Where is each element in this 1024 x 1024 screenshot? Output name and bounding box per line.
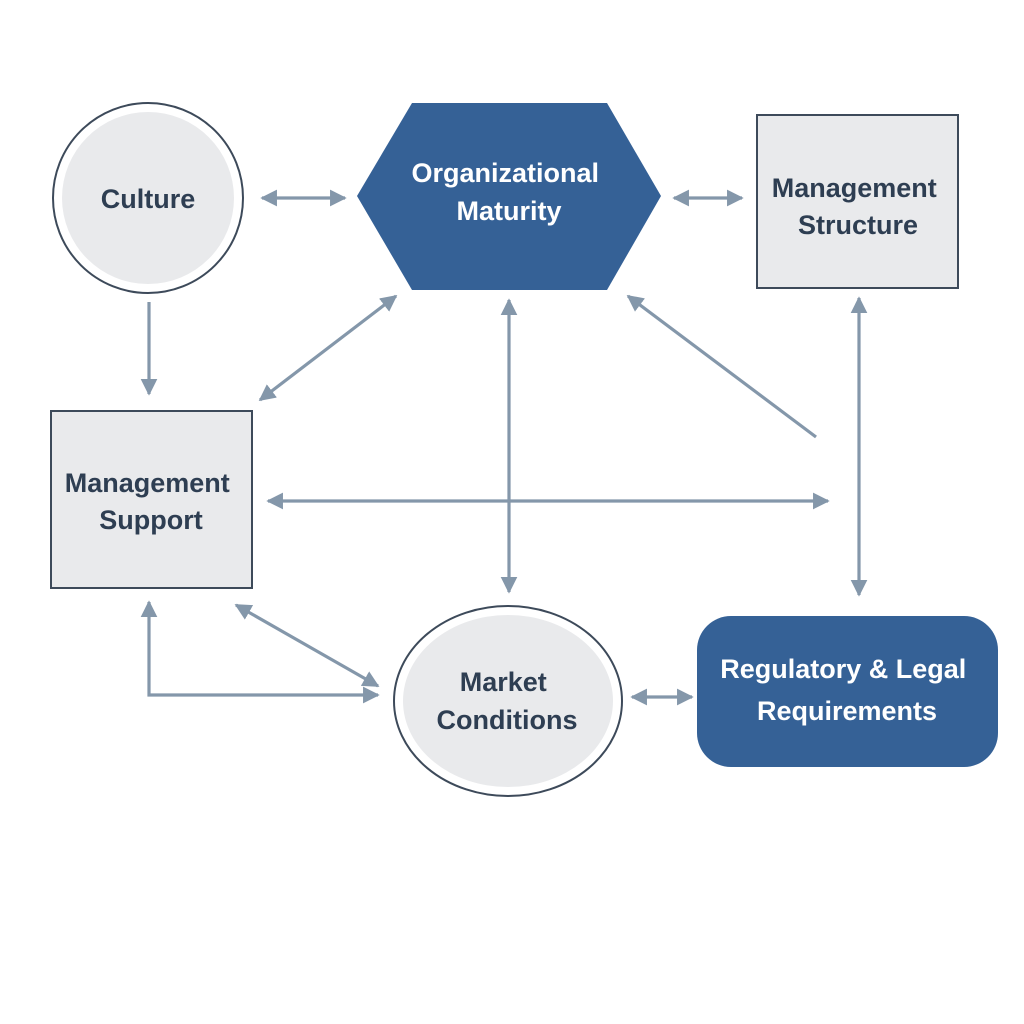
mgmt-structure-label-line-2: Structure: [798, 210, 918, 240]
node-regulatory-legal[interactable]: Regulatory & Legal Requirements: [697, 616, 998, 767]
mgmt-structure-label: Management Structure: [772, 173, 945, 240]
mgmt-support-label-line-2: Support: [99, 505, 202, 535]
mgmt-support-label: Management Support: [65, 468, 238, 535]
org-maturity-label: Organizational Maturity: [411, 158, 606, 226]
regulatory-label-line-2: Requirements: [757, 696, 937, 726]
org-maturity-hexagon-shape: [357, 103, 661, 290]
regulatory-label-line-1: Regulatory & Legal: [720, 654, 966, 684]
mgmt-support-label-line-1: Management: [65, 468, 230, 498]
node-culture[interactable]: Culture: [52, 102, 244, 294]
edge-right-to-org-maturity: [626, 294, 817, 439]
culture-circle-fill: [62, 112, 234, 284]
market-conditions-label-line-1: Market: [460, 667, 547, 697]
culture-label: Culture: [101, 184, 196, 214]
market-conditions-label-line-2: Conditions: [437, 705, 578, 735]
edge-mgmt-support-market-elbow: [140, 600, 380, 704]
culture-label-line-1: Culture: [101, 184, 196, 214]
market-conditions-ellipse-fill: [403, 615, 613, 787]
node-management-structure[interactable]: Management Structure: [756, 114, 959, 289]
regulatory-label: Regulatory & Legal Requirements: [720, 654, 974, 726]
org-maturity-label-line-2: Maturity: [456, 196, 561, 226]
mgmt-support-rect-shape: [50, 410, 253, 589]
market-conditions-label: Market Conditions: [437, 667, 578, 735]
node-organizational-maturity[interactable]: Organizational Maturity: [357, 103, 661, 290]
mgmt-structure-label-line-1: Management: [772, 173, 937, 203]
edge-mgmt-support-org-maturity: [258, 294, 398, 402]
mgmt-structure-rect-shape: [756, 114, 959, 289]
org-maturity-label-line-1: Organizational: [411, 158, 599, 188]
regulatory-rounded-rect-shape: [697, 616, 998, 767]
node-market-conditions[interactable]: Market Conditions: [393, 605, 623, 797]
edge-mgmt-support-market-diagonal: [234, 603, 380, 688]
node-management-support[interactable]: Management Support: [50, 410, 253, 589]
